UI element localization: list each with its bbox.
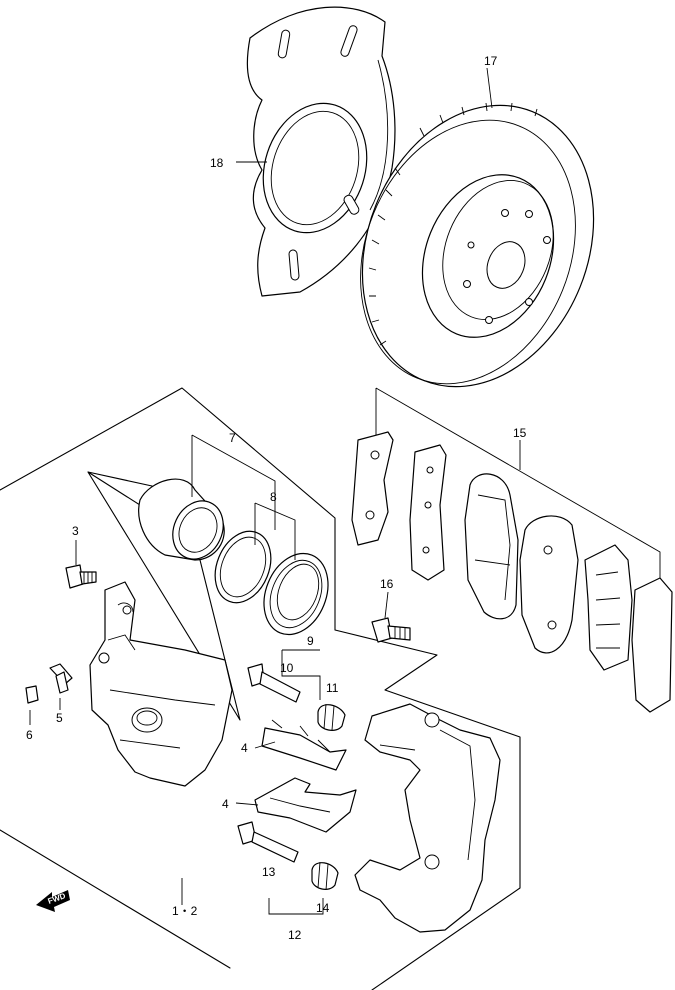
pin-boot-part-11 <box>317 703 346 731</box>
callout-4-lower: 4 <box>222 797 229 811</box>
callout-10: 10 <box>280 661 294 675</box>
bleeder-screw-part-5 <box>49 663 73 694</box>
callout-9: 9 <box>307 634 314 648</box>
dust-boot-part-8b <box>263 552 329 636</box>
caliper-body <box>89 581 233 787</box>
guide-pin-part-10 <box>247 663 301 703</box>
callout-1-2: 1・2 <box>172 904 198 918</box>
pad-shim-15a <box>351 431 394 546</box>
pin-boot-part-14 <box>311 861 339 891</box>
guide-pin-part-13 <box>237 821 299 863</box>
pad-shim-15e <box>584 544 633 671</box>
brake-disc-part-17 <box>360 102 595 388</box>
callout-8: 8 <box>270 490 277 504</box>
callout-13: 13 <box>262 865 276 879</box>
callout-18: 18 <box>210 156 224 170</box>
callout-14: 14 <box>316 901 330 915</box>
brake-pad-15c <box>464 473 519 620</box>
piston-part-7 <box>138 478 225 561</box>
pad-clip-part-4b <box>254 777 357 833</box>
bolt-part-16 <box>371 617 411 643</box>
callout-17: 17 <box>484 54 498 68</box>
pad-shim-15f <box>631 577 673 713</box>
callout-12: 12 <box>288 928 302 942</box>
dust-shield-part-18 <box>246 6 396 297</box>
callout-16: 16 <box>380 577 394 591</box>
callout-5: 5 <box>56 711 63 725</box>
callout-7: 7 <box>229 431 236 445</box>
pad-clip-part-4a <box>261 719 347 771</box>
bolt-part-3 <box>65 564 97 589</box>
caliper-bracket <box>354 703 501 933</box>
callout-4-upper: 4 <box>241 741 248 755</box>
callout-11: 11 <box>326 681 339 695</box>
callout-6: 6 <box>26 728 33 742</box>
brake-pad-15d <box>519 515 579 654</box>
callout-3: 3 <box>72 524 79 538</box>
assembly-outline-1-2 <box>0 387 521 990</box>
pad-shim-15b <box>409 444 447 581</box>
forward-direction-arrow-icon: FWD <box>36 890 70 912</box>
bleeder-cap-part-6 <box>25 685 39 704</box>
callout-15: 15 <box>513 426 527 440</box>
